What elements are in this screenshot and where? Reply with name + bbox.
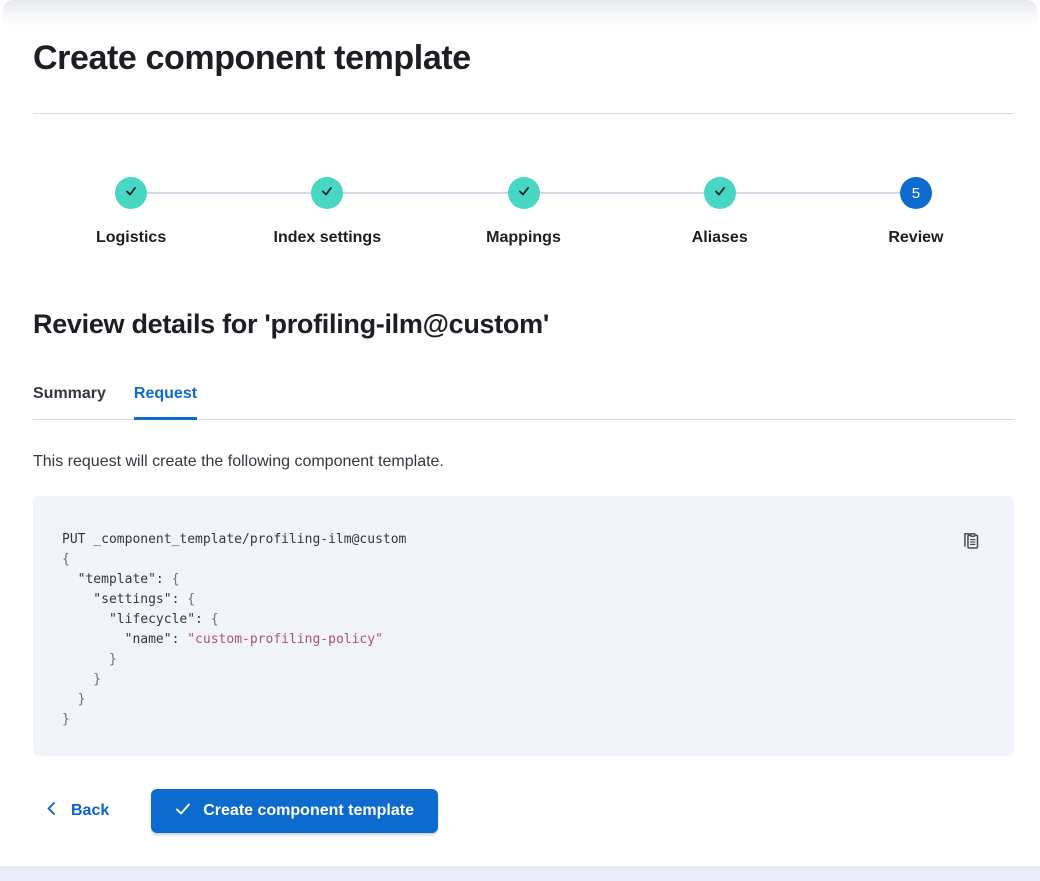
- request-description: This request will create the following c…: [33, 453, 444, 470]
- stepper: Logistics Index settings Mappings: [33, 177, 1014, 250]
- step-complete-circle: [115, 177, 148, 209]
- step-mappings[interactable]: Mappings: [425, 177, 621, 250]
- step-index-settings[interactable]: Index settings: [229, 177, 425, 250]
- step-complete-circle: [311, 177, 344, 209]
- step-label: Index settings: [273, 229, 382, 246]
- review-heading: Review details for 'profiling-ilm@custom…: [33, 309, 549, 339]
- footer-actions: Back Create component template: [33, 789, 1014, 833]
- step-complete-circle: [507, 177, 540, 209]
- check-icon: [123, 183, 139, 204]
- review-tabs: Summary Request: [33, 382, 1014, 420]
- chevron-left-icon: [45, 801, 58, 821]
- back-button[interactable]: Back: [45, 801, 109, 821]
- step-number-circle: 5: [899, 177, 932, 209]
- next-panel-edge: [0, 866, 1040, 881]
- step-review[interactable]: 5 Review: [818, 177, 1014, 250]
- submit-label: Create component template: [203, 802, 414, 819]
- tab-summary[interactable]: Summary: [33, 385, 106, 402]
- tab-request[interactable]: Request: [133, 382, 198, 420]
- page-title: Create component template: [33, 39, 471, 77]
- back-label: Back: [71, 802, 110, 819]
- request-code-block: PUT _component_template/profiling-ilm@cu…: [33, 496, 1014, 756]
- copy-to-clipboard-button[interactable]: [959, 528, 982, 552]
- step-logistics[interactable]: Logistics: [33, 177, 229, 250]
- step-label: Aliases: [691, 229, 748, 246]
- step-label: Review: [888, 229, 944, 246]
- check-icon: [516, 183, 532, 204]
- check-icon: [319, 183, 335, 204]
- step-number: 5: [911, 184, 921, 202]
- request-code: PUT _component_template/profiling-ilm@cu…: [62, 532, 407, 727]
- check-icon: [712, 183, 728, 204]
- step-label: Logistics: [95, 229, 167, 246]
- copy-clipboard-icon: [961, 533, 980, 553]
- page-top-shadow: [3, 0, 1037, 28]
- step-complete-circle: [703, 177, 736, 209]
- create-component-template-button[interactable]: Create component template: [151, 789, 438, 833]
- header-divider: [33, 113, 1014, 114]
- step-label: Mappings: [486, 229, 561, 246]
- step-aliases[interactable]: Aliases: [622, 177, 818, 250]
- check-icon: [175, 802, 191, 821]
- create-component-template-page: Create component template Logistics Inde…: [33, 39, 1014, 833]
